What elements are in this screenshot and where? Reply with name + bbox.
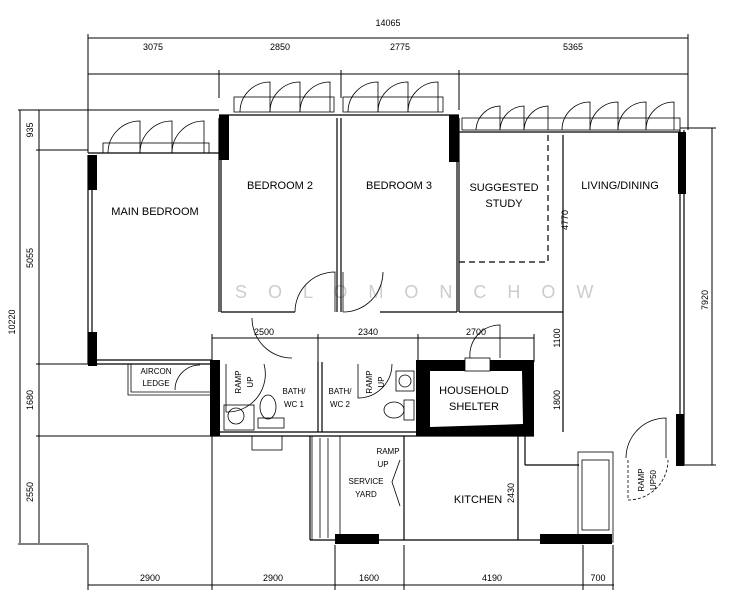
dim-mid-3: 2700 bbox=[466, 327, 486, 337]
ramp-entry-1: RAMP bbox=[637, 468, 646, 491]
dim-mid-2: 2340 bbox=[358, 327, 378, 337]
room-labels: MAIN BEDROOM BEDROOM 2 BEDROOM 3 SUGGEST… bbox=[111, 180, 659, 506]
basin-icon bbox=[223, 404, 255, 431]
dim-left-3: 1680 bbox=[25, 390, 35, 410]
dim-top-2: 2850 bbox=[270, 42, 290, 52]
label-kitchen: KITCHEN bbox=[454, 494, 502, 506]
walls bbox=[87, 114, 686, 544]
dim-bottom-2: 2900 bbox=[263, 573, 283, 583]
label-bath1-2: WC 1 bbox=[284, 400, 305, 409]
left-dimensions: 935 5055 1680 2550 10220 bbox=[7, 109, 219, 545]
dim-kitchen-depth: 2430 bbox=[506, 483, 516, 503]
label-bath2-1: BATH/ bbox=[329, 387, 353, 396]
label-shelter-1: HOUSEHOLD bbox=[439, 385, 509, 397]
dim-top-total: 14065 bbox=[375, 18, 400, 28]
dim-bottom-1: 2900 bbox=[140, 573, 160, 583]
label-study-2: STUDY bbox=[485, 198, 523, 210]
ramp-bath1-1: RAMP bbox=[234, 370, 243, 393]
label-aircon-1: AIRCON bbox=[140, 367, 171, 376]
label-living-dining: LIVING/DINING bbox=[581, 180, 659, 192]
dim-left-1: 935 bbox=[25, 122, 35, 137]
dim-study-depth: 4770 bbox=[560, 210, 570, 230]
label-bath1-1: BATH/ bbox=[283, 387, 307, 396]
windows bbox=[102, 81, 681, 154]
label-aircon-2: LEDGE bbox=[142, 379, 169, 388]
label-bath2-2: WC 2 bbox=[330, 400, 351, 409]
bottom-dimensions: 2900 2900 1600 4190 700 bbox=[87, 436, 614, 590]
ramp-bath2-1: RAMP bbox=[365, 370, 374, 393]
dim-top-3: 2775 bbox=[390, 42, 410, 52]
middle-dimensions: 2500 2340 2700 1100 1800 2430 4770 bbox=[211, 210, 570, 503]
ramp-bath2-2: UP bbox=[377, 376, 386, 387]
dim-shelter-depth: 1800 bbox=[552, 390, 562, 410]
dim-right-total: 7920 bbox=[700, 290, 710, 310]
dim-top-1: 3075 bbox=[143, 42, 163, 52]
toilet-icon bbox=[259, 394, 277, 420]
ramp-yard-2: UP bbox=[377, 460, 388, 469]
toilet-icon-2 bbox=[383, 401, 405, 419]
label-shelter-2: SHELTER bbox=[449, 401, 499, 413]
ramp-labels: RAMP UP RAMP UP RAMP UP RAMP UP50 bbox=[234, 370, 658, 491]
ramp-entry-2: UP50 bbox=[649, 469, 658, 490]
dim-bottom-3: 1600 bbox=[359, 573, 379, 583]
label-main-bedroom: MAIN BEDROOM bbox=[111, 206, 198, 218]
label-yard-1: SERVICE bbox=[349, 477, 384, 486]
label-study-1: SUGGESTED bbox=[469, 182, 538, 194]
dim-left-4: 2550 bbox=[25, 482, 35, 502]
dim-corridor: 1100 bbox=[552, 328, 562, 347]
right-dimension: 7920 bbox=[680, 127, 716, 466]
dim-bottom-4: 4190 bbox=[482, 573, 502, 583]
watermark: S O L O M O N C H O W bbox=[235, 282, 601, 302]
ramp-bath1-2: UP bbox=[246, 376, 255, 387]
label-yard-2: YARD bbox=[355, 490, 377, 499]
dim-left-total: 10220 bbox=[7, 309, 17, 334]
dim-mid-1: 2500 bbox=[254, 327, 274, 337]
top-dimensions: 14065 3075 2850 2775 5365 bbox=[87, 18, 689, 153]
label-bedroom-3: BEDROOM 3 bbox=[366, 180, 432, 192]
doors bbox=[174, 271, 669, 507]
dim-top-4: 5365 bbox=[563, 42, 583, 52]
dim-left-2: 5055 bbox=[25, 248, 35, 268]
ramp-yard-1: RAMP bbox=[376, 447, 399, 456]
basin-icon-2 bbox=[395, 370, 415, 392]
fixtures bbox=[223, 370, 415, 451]
label-bedroom-2: BEDROOM 2 bbox=[247, 180, 313, 192]
dim-bottom-5: 700 bbox=[590, 573, 605, 583]
